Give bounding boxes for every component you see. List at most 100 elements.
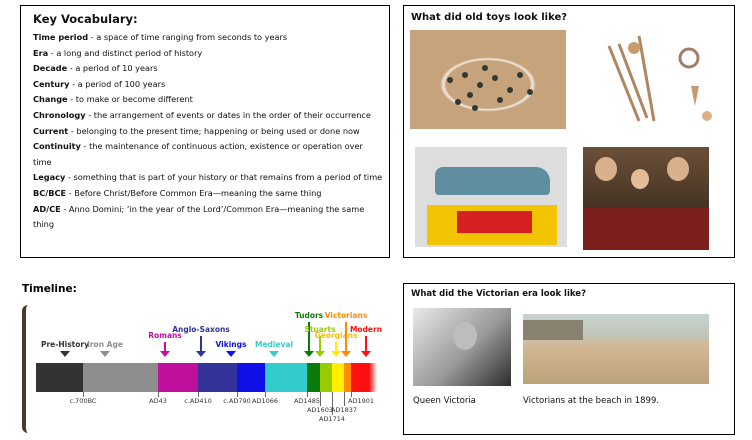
timeline-segment-stuarts <box>320 363 332 392</box>
victorian-era-panel: What did the Victorian era look like? Qu… <box>403 283 735 435</box>
vocabulary-item: Century - a period of 100 years <box>33 77 383 93</box>
timeline-segment-tudors <box>307 363 320 392</box>
vocabulary-term: Chronology <box>33 109 86 120</box>
victorian-title: What did the Victorian era look like? <box>411 289 587 299</box>
timeline-segment-georgians <box>332 363 344 392</box>
timeline-segment-iron age <box>83 363 158 392</box>
vocabulary-definition: - to make or become different <box>67 94 193 105</box>
date-tick <box>158 392 159 397</box>
timeline-label: Victorians <box>324 311 368 320</box>
vocabulary-title: Key Vocabulary: <box>33 12 138 26</box>
timeline-label: Stuarts <box>304 325 336 334</box>
timeline-label: Georgians <box>314 331 358 340</box>
down-arrow-icon <box>100 351 110 357</box>
timeline-segment-pre-history <box>36 363 83 392</box>
corgi-toys-car-photo <box>415 147 567 247</box>
timeline-segment-modern <box>351 363 377 392</box>
vocabulary-definition: - a period of 100 years <box>69 78 166 89</box>
vocabulary-definition: - the arrangement of events or dates in … <box>85 109 371 120</box>
timeline-date: AD1714 <box>319 415 345 423</box>
date-tick <box>307 392 308 397</box>
vocabulary-term: Continuity <box>33 141 81 152</box>
timeline-date: c.AD790 <box>223 397 251 405</box>
queen-victoria-caption: Queen Victoria <box>413 396 476 406</box>
down-arrow-icon <box>331 342 341 357</box>
down-arrow-icon <box>304 322 314 357</box>
wooden-toys-photo <box>579 26 727 131</box>
timeline-date: AD1837 <box>331 406 357 414</box>
old-toys-panel: What did old toys look like? <box>403 5 735 258</box>
vocabulary-definition: - a period of 10 years <box>67 63 158 74</box>
vocabulary-definition: - Anno Domini; ‘in the year of the Lord’… <box>33 203 365 230</box>
date-tick <box>320 392 321 406</box>
children-playing-chess-painting <box>583 147 709 250</box>
timeline-date: c.AD410 <box>184 397 212 405</box>
timeline-date: AD1066 <box>252 397 278 405</box>
vocabulary-term: Century <box>33 78 70 89</box>
vocabulary-item: Legacy - something that is part of your … <box>33 170 383 186</box>
vocabulary-item: AD/CE - Anno Domini; ‘in the year of the… <box>33 202 383 233</box>
date-tick <box>83 392 84 397</box>
date-tick <box>351 392 352 397</box>
down-arrow-icon <box>60 351 70 357</box>
key-vocabulary-panel: Key Vocabulary: Time period - a space of… <box>20 5 390 258</box>
timeline-segment-vikings <box>237 363 265 392</box>
timeline-label: Romans <box>148 331 182 340</box>
timeline-label: Pre-History <box>40 340 90 349</box>
vocabulary-term: BC/BCE <box>33 187 67 198</box>
vocabulary-term: Current <box>33 125 69 136</box>
date-tick <box>265 392 266 397</box>
vocabulary-term: Time period <box>33 32 89 42</box>
vocabulary-definition: - something that is part of your history… <box>65 172 383 183</box>
vocabulary-item: Continuity - the maintenance of continuo… <box>33 139 383 170</box>
date-tick <box>237 392 238 397</box>
down-arrow-icon <box>196 336 206 357</box>
down-arrow-icon <box>269 351 279 357</box>
vocabulary-item: Era - a long and distinct period of hist… <box>33 46 383 62</box>
vocabulary-item: Change - to make or become different <box>33 92 383 108</box>
vocabulary-item: Current - belonging to the present time;… <box>33 124 383 140</box>
toys-title: What did old toys look like? <box>411 12 568 23</box>
down-arrow-icon <box>315 336 325 357</box>
vocabulary-definition: - Before Christ/Before Common Era—meanin… <box>66 187 322 198</box>
timeline-label: Anglo-Saxons <box>172 325 230 334</box>
date-tick <box>198 392 199 397</box>
down-arrow-icon <box>361 336 371 357</box>
marbles-photo <box>410 30 566 129</box>
timeline-label: Medieval <box>254 340 294 349</box>
vocabulary-definition: - a space of time ranging from seconds t… <box>88 32 288 42</box>
queen-victoria-photo <box>413 308 511 386</box>
down-arrow-icon <box>226 351 236 357</box>
down-arrow-icon <box>341 322 351 357</box>
timeline-label: Tudors <box>294 311 324 320</box>
vocabulary-term: Era <box>33 47 49 58</box>
vocabulary-item: BC/BCE - Before Christ/Before Common Era… <box>33 186 383 202</box>
date-tick <box>344 392 345 406</box>
timeline-date: c.700BC <box>69 397 97 405</box>
timeline-date: AD1485 <box>294 397 320 405</box>
timeline-title: Timeline: <box>22 283 77 295</box>
vocabulary-item: Time period - a space of time ranging fr… <box>33 30 383 46</box>
vocabulary-definition: - belonging to the present time; happeni… <box>68 125 360 136</box>
victorian-beach-photo <box>523 314 709 384</box>
vocabulary-term: AD/CE <box>33 203 61 214</box>
vocabulary-definition: - the maintenance of continuous action, … <box>33 141 363 167</box>
vocabulary-term: Decade <box>33 63 68 74</box>
timeline-segment-anglo-saxons <box>198 363 237 392</box>
timeline-date: AD1603 <box>307 406 333 414</box>
vocabulary-term: Change <box>33 94 68 105</box>
vocabulary-definition: - a long and distinct period of history <box>48 47 203 58</box>
timeline-segment-medieval <box>265 363 307 392</box>
timeline-label: Vikings <box>215 340 247 349</box>
vocabulary-item: Chronology - the arrangement of events o… <box>33 108 383 124</box>
timeline-segment-romans <box>158 363 198 392</box>
vocabulary-term: Legacy <box>33 172 66 183</box>
timeline-label: Modern <box>349 325 383 334</box>
timeline-segment-victorians <box>344 363 351 392</box>
beach-caption: Victorians at the beach in 1899. <box>523 396 660 406</box>
date-tick <box>332 392 333 415</box>
vocabulary-item: Decade - a period of 10 years <box>33 61 383 77</box>
timeline-label: Iron Age <box>87 340 123 349</box>
down-arrow-icon <box>160 342 170 357</box>
